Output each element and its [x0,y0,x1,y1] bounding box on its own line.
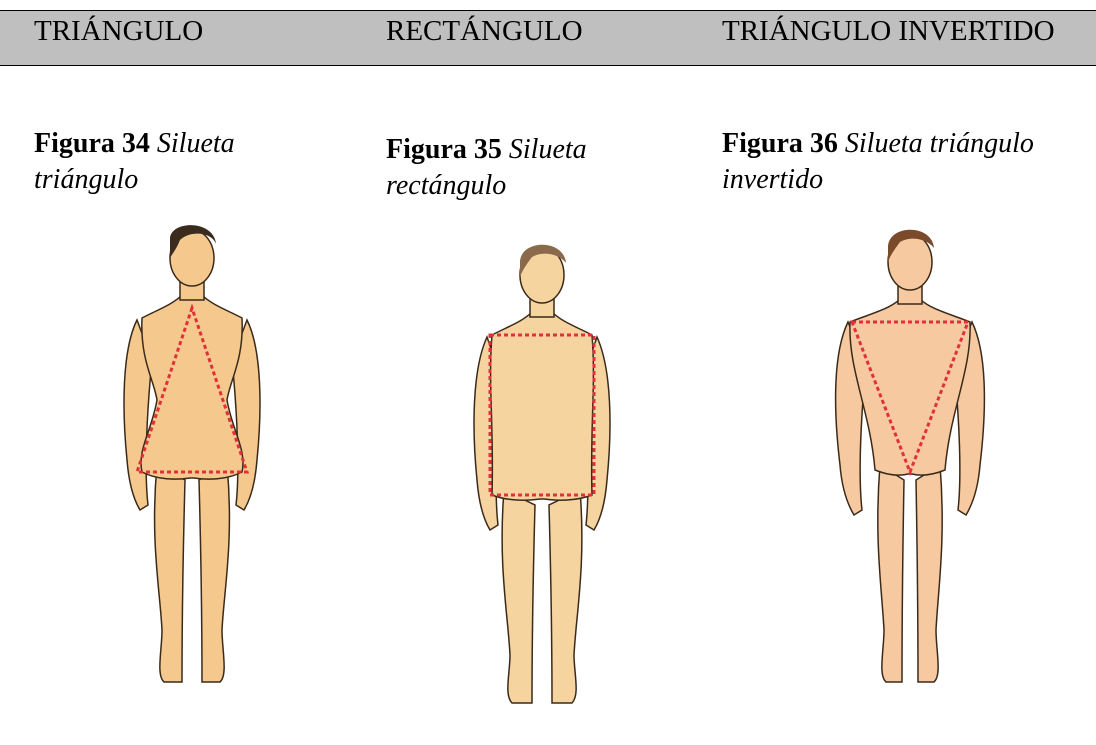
inverted-triangle-silhouette-image [740,210,1080,730]
figure-35-illustration [372,225,712,745]
figure-35-caption: Figura 35 Silueta rectángulo [386,132,726,204]
figure-34-number: Figura 34 [34,128,150,159]
column-header-inverted-triangle: TRIÁNGULO INVERTIDO [722,14,1055,48]
rectangle-silhouette-image [372,225,712,745]
triangle-silhouette-image [22,210,362,730]
figure-35-number: Figura 35 [386,134,502,165]
figure-36-title-line2: invertido [722,164,823,195]
figure-35-title-line1: Silueta [509,134,587,165]
figure-36-caption: Figura 36 Silueta triángulo invertido [722,126,1062,198]
figure-36-number: Figura 36 [722,128,838,159]
figure-36-title-line1: Silueta triángulo [845,128,1034,159]
figure-34-title-line2: triángulo [34,164,138,195]
column-header-rectangle: RECTÁNGULO [386,14,583,48]
column-header-triangle: TRIÁNGULO [34,14,203,48]
figure-34-illustration [22,210,362,730]
figure-34-title-line1: Silueta [157,128,235,159]
figure-35-title-line2: rectángulo [386,170,506,201]
figure-36-illustration [740,210,1080,730]
figure-34-caption: Figura 34 Silueta triángulo [34,126,374,198]
